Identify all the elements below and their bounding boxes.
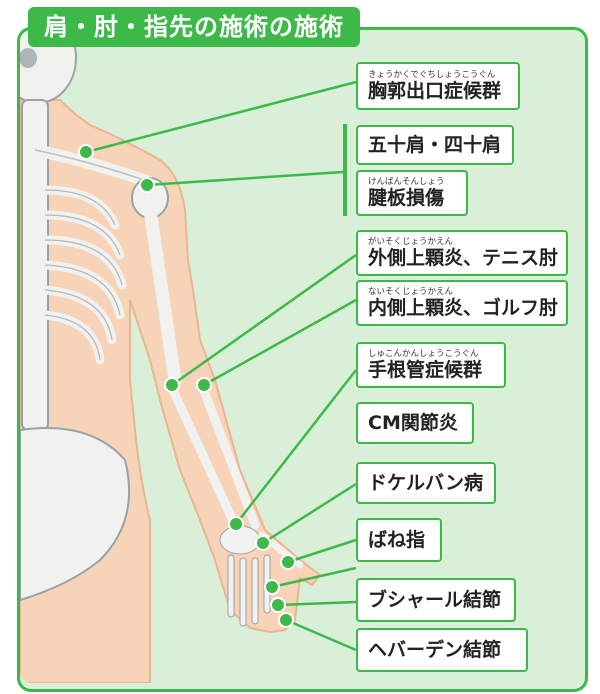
shoulder-group-bracket	[343, 124, 347, 216]
page-title: 肩・肘・指先の施術の施術	[28, 7, 360, 47]
label-text: 外側上顆炎、テニス肘	[368, 247, 559, 269]
dot-medial-elbow	[196, 377, 212, 393]
label-text: ばね指	[368, 529, 426, 551]
label-text: 腱板損傷	[368, 187, 445, 209]
label-medial-epicondylitis: ないそくじょうかえん 内側上顆炎、ゴルフ肘	[356, 280, 568, 326]
label-trigger-finger: ばね指	[356, 518, 442, 562]
label-tendon-injury: けんばんそんしょう 腱板損傷	[356, 170, 468, 216]
dot-heberden	[278, 612, 294, 628]
label-carpal-tunnel: しゅこんかんしょうこうぐん 手根管症候群	[356, 342, 506, 388]
label-text: ヘバーデン結節	[368, 639, 502, 661]
dot-lateral-elbow	[164, 377, 180, 393]
dot-thoracic-outlet	[78, 144, 94, 160]
label-thoracic-outlet: きょうかくでぐちしょうこうぐん 胸郭出口症候群	[356, 62, 520, 110]
ruby: がいそくじょうかえん	[368, 237, 454, 247]
dot-de-quervain	[255, 535, 271, 551]
leader-dots	[78, 144, 296, 628]
ruby: ないそくじょうかえん	[368, 287, 454, 297]
label-bouchard: ブシャール結節	[356, 578, 516, 622]
ruby: しゅこんかんしょうこうぐん	[368, 349, 479, 359]
ruby: けんばんそんしょう	[368, 177, 445, 187]
label-text: ドケルバン病	[368, 472, 483, 494]
dot-cm	[264, 579, 280, 595]
pelvis	[20, 427, 131, 602]
label-text: 胸郭出口症候群	[368, 80, 502, 102]
label-de-quervain: ドケルバン病	[356, 462, 496, 504]
label-text: ブシャール結節	[368, 589, 502, 611]
label-text: 手根管症候群	[368, 359, 483, 381]
label-heberden: ヘバーデン結節	[356, 628, 528, 672]
radius	[167, 383, 240, 530]
dot-carpal-tunnel	[228, 516, 244, 532]
label-text: CM関節炎	[368, 412, 458, 434]
label-frozen-shoulder: 五十肩・四十肩	[356, 125, 514, 165]
label-text: 五十肩・四十肩	[368, 134, 502, 156]
label-text: 内側上顆炎、ゴルフ肘	[368, 297, 559, 319]
ruby: きょうかくでぐちしょうこうぐん	[368, 70, 496, 80]
ulna	[198, 383, 260, 530]
dot-bouchard	[270, 597, 286, 613]
label-cm-arthritis: CM関節炎	[356, 402, 474, 444]
humerus	[143, 203, 182, 387]
dot-trigger-finger	[280, 554, 296, 570]
dot-shoulder	[139, 177, 155, 193]
label-lateral-epicondylitis: がいそくじょうかえん 外側上顆炎、テニス肘	[356, 230, 568, 276]
leader-lines	[85, 80, 357, 652]
